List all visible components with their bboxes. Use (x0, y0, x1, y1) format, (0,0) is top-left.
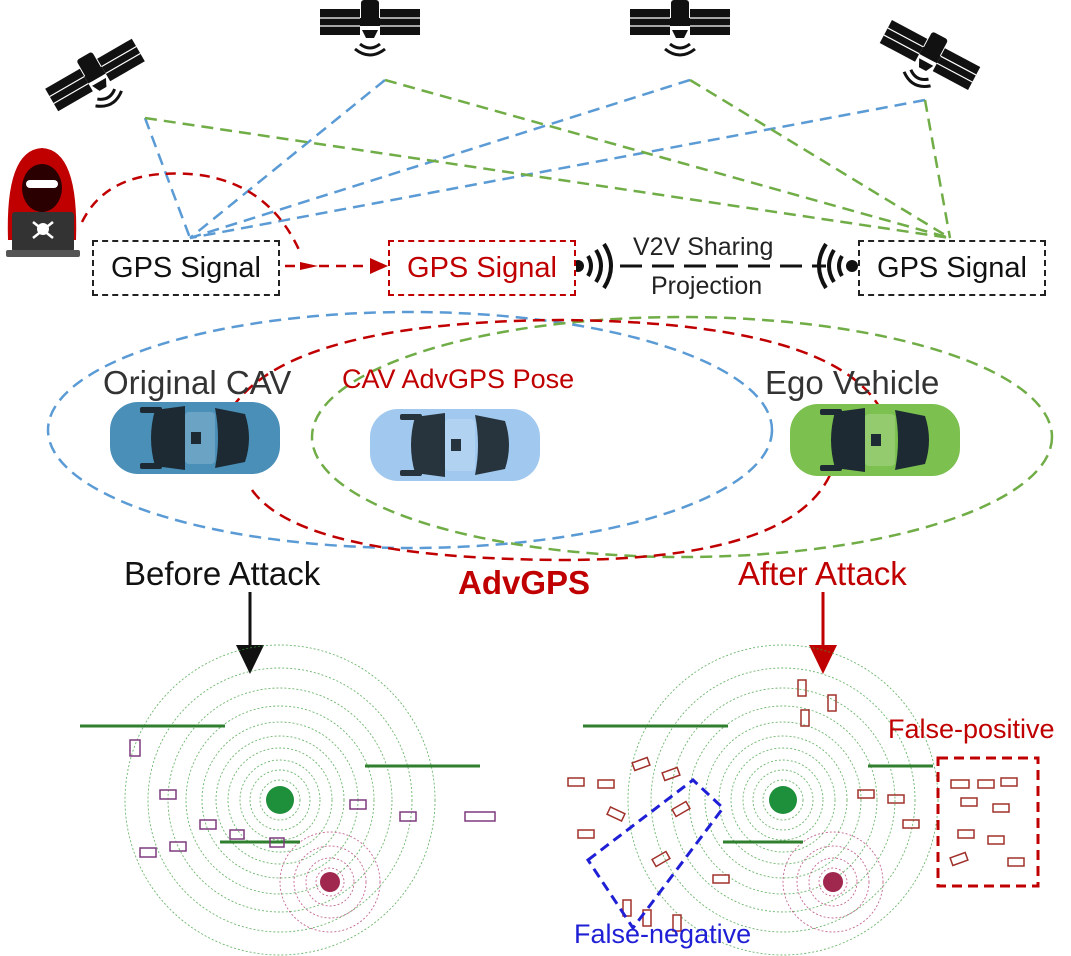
gps-lines-green (144, 78, 952, 240)
false-positive-box (936, 756, 1040, 888)
gps-signal-label: GPS Signal (407, 251, 557, 284)
gps-signal-box-spoofed: GPS Signal (388, 240, 576, 296)
satellite-icon (868, 10, 986, 110)
gps-signal-label: GPS Signal (877, 251, 1027, 284)
original-cav-label: Original CAV (103, 364, 292, 401)
satellite-icon (39, 29, 157, 131)
lidar-scan (80, 644, 496, 956)
projection-label: Projection (648, 274, 766, 299)
gps-signal-label: GPS Signal (111, 251, 261, 284)
ego-vehicle-range (310, 315, 1054, 559)
car-icon (370, 409, 540, 481)
lidar-scan (567, 644, 1040, 956)
attack-path (80, 172, 385, 268)
adv-pose-label: CAV AdvGPS Pose (342, 364, 575, 394)
before-attack-label: Before Attack (124, 555, 321, 592)
false-positive-label: False-positive (888, 714, 1055, 744)
attack-arrow-head (370, 258, 388, 274)
satellite-icon (628, 0, 732, 57)
advgps-label: AdvGPS (458, 564, 591, 601)
advgps-range (230, 318, 882, 562)
false-negative-label: False-negative (574, 919, 752, 949)
satellite-icon (318, 0, 422, 57)
hacker-icon (6, 148, 80, 257)
after-attack-label: After Attack (738, 555, 907, 592)
car-icon (110, 402, 280, 474)
v2v-sharing-label: V2V Sharing (630, 235, 777, 260)
ego-vehicle-label: Ego Vehicle (765, 364, 940, 401)
attack-arrow-head (300, 262, 318, 270)
false-negative-region (585, 778, 726, 931)
original-cav-range (46, 310, 774, 550)
before-arrow-head (236, 645, 264, 674)
gps-signal-box-ego: GPS Signal (858, 240, 1046, 296)
car-icon (790, 404, 960, 476)
after-arrow-head (809, 645, 837, 674)
gps-signal-box-original: GPS Signal (92, 240, 280, 296)
gps-lines-blue (143, 78, 926, 240)
